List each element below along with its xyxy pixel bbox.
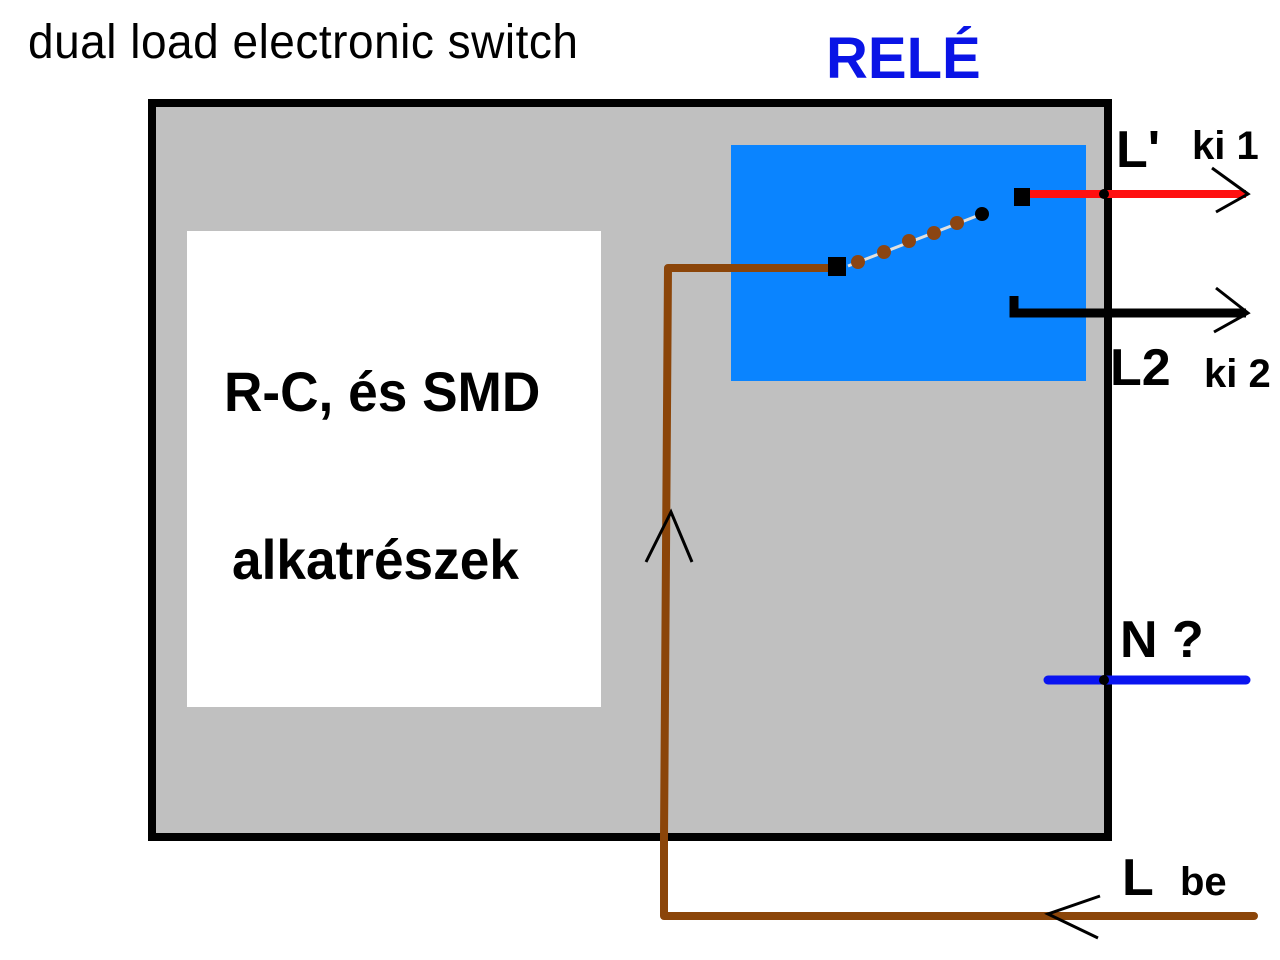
junction-dot (1099, 675, 1109, 685)
output2-arrow-icon (1213, 286, 1251, 334)
output1-terminal (1014, 188, 1030, 206)
output2-sublabel: ki 2 (1204, 352, 1271, 396)
output1-label: L' (1116, 121, 1161, 179)
relay-pivot (975, 207, 989, 221)
neutral-label: N ? (1120, 611, 1204, 669)
relay-common-terminal (828, 257, 846, 276)
output2-label: L2 (1110, 339, 1171, 397)
component-box-line2: alkatrészek (232, 528, 519, 591)
relay-label: RELÉ (826, 26, 981, 91)
up-arrow-icon (644, 508, 694, 563)
output1-sublabel: ki 1 (1192, 124, 1259, 168)
diagram-title: dual load electronic switch (28, 13, 579, 69)
component-box-line1: R-C, és SMD (224, 360, 541, 423)
input-wire (660, 264, 1258, 920)
input-label: L (1122, 849, 1154, 907)
left-arrow-icon (1044, 894, 1101, 940)
output1-arrow-icon (1211, 166, 1251, 214)
relay-block (731, 145, 1086, 381)
input-sublabel: be (1180, 860, 1227, 904)
relay-coil (851, 216, 964, 269)
junction-dot (1099, 189, 1109, 199)
component-box (187, 231, 601, 707)
output2-wire (1009, 296, 1246, 318)
